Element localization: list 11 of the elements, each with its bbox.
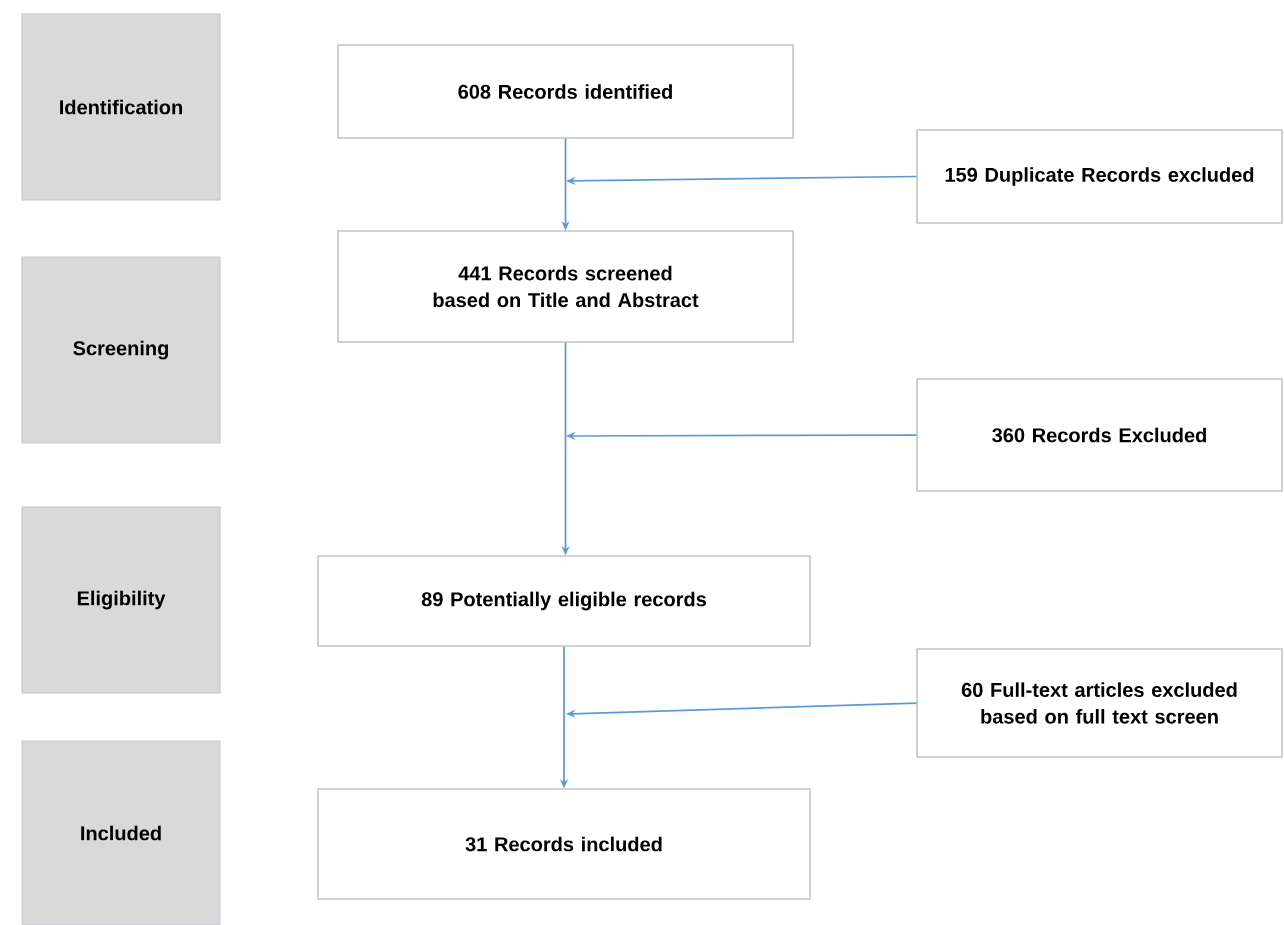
process-box: 441 Records screened based on Title and Abstract — [337, 230, 794, 343]
process-box: 159 Duplicate Records excluded — [916, 129, 1283, 224]
process-box: 360 Records Excluded — [916, 378, 1283, 492]
stage-band: Identification — [21, 13, 221, 201]
process-box: 60 Full-text articles excluded based on full text screen — [916, 648, 1283, 758]
stage-band: Eligibility — [21, 506, 221, 694]
process-box: 608 Records identified — [337, 44, 794, 139]
process-box: 89 Potentially eligible records — [317, 555, 811, 647]
process-box: 31 Records included — [317, 788, 811, 900]
stage-band: Screening — [21, 256, 221, 444]
stage-band: Included — [21, 740, 221, 925]
